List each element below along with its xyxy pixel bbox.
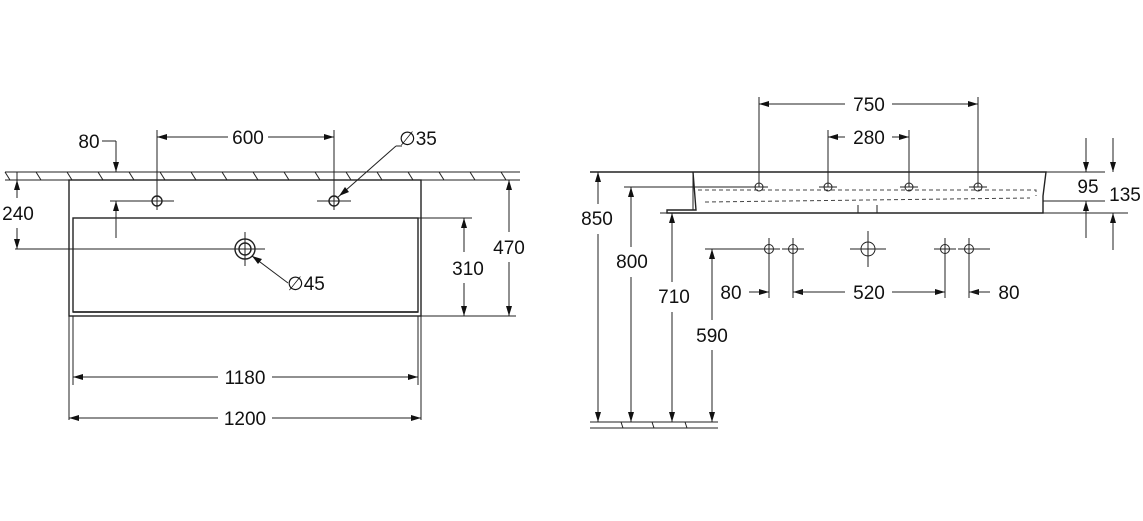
side-view: 750 280 95 135 [581,95,1141,429]
dim-95: 95 [1043,138,1105,238]
dim-470: 470 [421,180,525,317]
dim-850: 850 [581,172,613,422]
label-310: 310 [452,259,484,280]
basin-profile [590,171,1047,214]
label-280: 280 [853,128,885,149]
dim-80-tap: 80 [78,132,140,238]
basin-outline [68,179,422,317]
label-750: 750 [853,95,885,116]
dim-310: 310 [418,217,484,316]
floor-hatch [590,421,718,429]
label-135: 135 [1109,185,1141,206]
dim-800: 800 [616,186,759,422]
dim-280: 280 [827,128,910,187]
dim-waste-diameter: ∅45 [251,255,325,295]
label-240: 240 [2,204,34,225]
dim-240: 240 [2,171,34,249]
label-95: 95 [1077,177,1098,198]
dim-80-520-80: 80 520 80 [720,283,1019,304]
label-850: 850 [581,209,613,230]
label-800: 800 [616,252,648,273]
plan-view: 600 80 ∅35 ∅45 [2,128,525,430]
dim-600: 600 [157,128,334,149]
label-35: ∅35 [399,129,437,150]
label-1200: 1200 [224,409,266,430]
label-1180: 1180 [225,368,266,389]
dim-135: 135 [1043,138,1141,250]
dim-tap-hole-diameter: ∅35 [336,129,437,199]
dim-1200: 1200 [69,409,421,430]
label-80-left: 80 [720,283,741,304]
label-80-right: 80 [998,283,1019,304]
connection-markers [758,231,990,298]
label-710: 710 [658,287,690,308]
label-80-tap: 80 [78,132,99,153]
dim-1180: 1180 [73,368,418,389]
waste-outlet [15,232,265,266]
tap-hole-right [317,130,351,210]
dim-710: 710 [658,212,690,422]
wall-hatch [4,171,520,181]
label-590: 590 [696,326,728,347]
dim-750: 750 [758,95,979,187]
label-45: ∅45 [287,274,325,295]
dim-590: 590 [696,248,770,422]
label-600: 600 [232,128,264,149]
label-470: 470 [493,238,525,259]
tap-hole-left [140,130,174,210]
label-520: 520 [853,283,885,304]
